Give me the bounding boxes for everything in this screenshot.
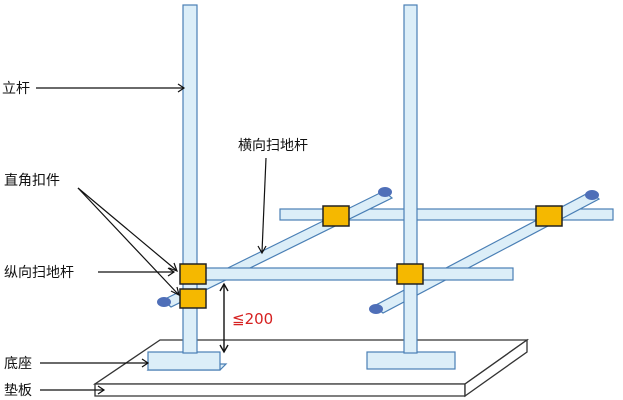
longitudinal-sweep-pole: [182, 267, 514, 281]
coupler-rear-right: [535, 205, 563, 227]
coupler-front-left-lower: [179, 288, 207, 309]
leader-lines: [36, 83, 267, 395]
coupler-group: [179, 205, 563, 309]
base-left: [146, 351, 228, 371]
label-transverse-sweep-pole: 横向扫地杆: [238, 138, 308, 154]
label-longitudinal-sweep-pole: 纵向扫地杆: [4, 265, 74, 281]
rear-longitudinal-pole: [279, 208, 614, 221]
dimension-label: ≦200: [232, 310, 273, 328]
leader-coupler-2: [77, 187, 179, 295]
label-base: 底座: [4, 356, 32, 372]
label-right-angle-coupler: 直角扣件: [4, 172, 60, 189]
label-base-plate: 垫板: [4, 383, 32, 399]
base-plate: [92, 338, 530, 398]
base-right: [366, 351, 456, 370]
leader-transverse-sweep-pole: [261, 157, 267, 253]
coupler-front-left-upper: [179, 263, 207, 285]
upright-pole-right: [403, 4, 418, 354]
label-upright-pole: 立杆: [2, 81, 30, 97]
height-dimension: [219, 282, 229, 354]
leader-coupler-1: [77, 187, 177, 271]
coupler-rear-left: [322, 205, 350, 227]
coupler-front-right: [396, 263, 424, 285]
